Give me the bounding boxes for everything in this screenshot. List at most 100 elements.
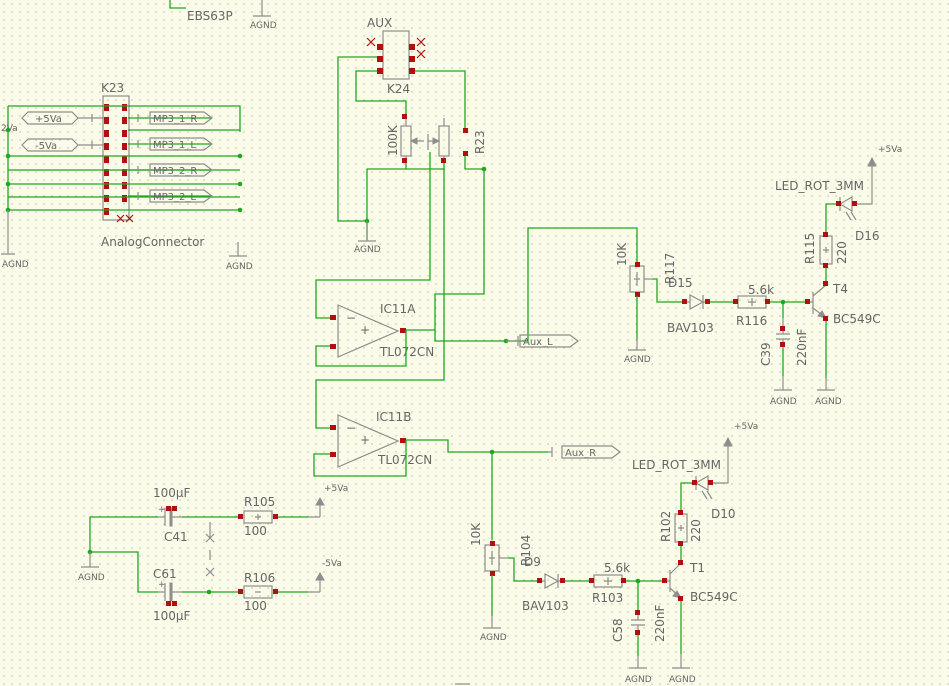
agnd-label-t1: AGND <box>669 675 696 685</box>
d15-value: BAV103 <box>667 321 714 335</box>
svg-text:MP3_1_R: MP3_1_R <box>153 114 197 125</box>
pot-100k-label: 100K <box>386 124 400 156</box>
r116-label: R116 <box>736 314 767 328</box>
power-filter-section <box>81 496 325 595</box>
r115-label: R115 <box>803 233 817 264</box>
resistor-r116[interactable]: 5.6k R116 <box>733 283 774 328</box>
agnd-label-c39: AGND <box>770 397 797 407</box>
svg-text:Aux_R: Aux_R <box>565 448 596 459</box>
diode-d15[interactable]: D15 BAV103 <box>667 276 714 335</box>
capacitor-c39[interactable]: C39 220nF <box>759 318 809 366</box>
pot-r104[interactable]: 10K R104 <box>469 522 533 576</box>
svg-text:-5Va: -5Va <box>35 141 57 152</box>
ic11b-wires <box>313 439 548 540</box>
r102-label: R102 <box>659 511 673 542</box>
resistor-r105[interactable]: R105 100 <box>238 495 278 538</box>
c39-label: C39 <box>759 342 773 366</box>
t1-value: BC549C <box>690 590 738 604</box>
net-flag-aux-l[interactable]: Aux_L <box>506 334 579 348</box>
d10-value: LED_ROT_3MM <box>632 458 721 472</box>
analog-connector-label: AnalogConnector <box>101 235 204 249</box>
agnd-label-supply: AGND <box>78 573 105 583</box>
r103-label: R103 <box>592 591 623 605</box>
p5va-label-supply: +5Va <box>324 484 348 494</box>
pot-r117[interactable]: 10K R117 <box>615 242 677 297</box>
k23-body <box>102 95 130 221</box>
net-flag-mp3-2-r[interactable]: MP3_2_R <box>137 163 213 177</box>
svg-text:+: + <box>158 505 166 515</box>
capacitor-c41[interactable]: + 100µF C41 <box>153 486 191 544</box>
agnd-label-r117: AGND <box>624 355 651 365</box>
net-flag-p5va-k23[interactable]: +5Va <box>21 111 104 125</box>
agnd-symbol-t4 <box>817 378 835 391</box>
net-flag-aux-r[interactable]: Aux_R <box>548 445 621 459</box>
transistor-t1[interactable]: T1 BC549C <box>662 560 738 604</box>
diode-d9[interactable]: D9 BAV103 <box>522 555 569 613</box>
d9-value: BAV103 <box>522 599 569 613</box>
r103-value: 5.6k <box>604 561 630 575</box>
ebs63p-label: EBS63P <box>187 9 233 23</box>
resistor-r102[interactable]: R102 220 <box>659 510 703 546</box>
r117-value: 10K <box>615 242 629 266</box>
k23-wires <box>1 105 247 257</box>
k24-aux-connector[interactable]: AUX K24 <box>366 16 426 96</box>
d15-label: D15 <box>668 276 693 290</box>
agnd-label-r104: AGND <box>480 633 507 643</box>
k23-pads <box>104 104 134 223</box>
p5va-label-upper: +5Va <box>878 145 902 155</box>
c61-value: 100µF <box>153 609 191 623</box>
r104-wires <box>483 482 692 656</box>
led-d16[interactable]: LED_ROT_3MM D16 <box>775 166 880 243</box>
potentiometer-100k[interactable]: 100K <box>386 118 424 162</box>
p5va-label-lower: +5Va <box>734 422 758 432</box>
r104-label: R104 <box>519 535 533 566</box>
d10-label: D10 <box>711 507 736 521</box>
agnd-label-t4: AGND <box>815 397 842 407</box>
capacitor-c58[interactable]: C58 220nF <box>611 604 667 642</box>
resistor-r115[interactable]: R115 220 <box>803 232 849 268</box>
ic11b-plus: + <box>360 433 370 447</box>
d16-value: LED_ROT_3MM <box>775 179 864 193</box>
capacitor-c61[interactable]: + C61 100µF <box>153 567 191 623</box>
t4-label: T4 <box>832 282 848 296</box>
svg-text:+: + <box>158 580 166 590</box>
agnd-label-k23: AGND <box>226 262 253 272</box>
pot-wiper-wires <box>315 152 487 429</box>
r104-value: 10K <box>469 522 483 546</box>
r106-value: 100 <box>244 599 267 613</box>
potentiometer-r23[interactable]: R23 <box>402 114 487 163</box>
v2a-label: 2Va <box>1 124 18 134</box>
svg-text:MP3_2_R: MP3_2_R <box>153 166 197 177</box>
net-flag-mp3-2-l[interactable]: MP3_2_L <box>137 189 213 203</box>
led-d10[interactable]: LED_ROT_3MM D10 <box>632 446 736 521</box>
t4-value: BC549C <box>833 312 881 326</box>
resistor-r103[interactable]: 5.6k R103 <box>589 561 630 605</box>
ic11b-minus: − <box>346 421 356 435</box>
r105-label: R105 <box>244 495 275 509</box>
ic11a-label: IC11A <box>380 302 416 316</box>
svg-text:+5Va: +5Va <box>35 114 62 125</box>
ebs63p-area: EBS63P AGND <box>169 0 277 31</box>
k23-label: K23 <box>101 81 124 95</box>
r102-value: 220 <box>689 519 703 542</box>
r106-label: R106 <box>244 571 275 585</box>
resistor-r106[interactable]: R106 100 <box>238 571 278 613</box>
r117-label: R117 <box>663 253 677 284</box>
c58-label: C58 <box>611 618 625 642</box>
net-flag-m5va-k23[interactable]: -5Va <box>21 138 104 152</box>
d16-label: D16 <box>855 229 880 243</box>
ic11b-part-label: TL072CN <box>377 453 432 467</box>
c39-value: 220nF <box>795 328 809 366</box>
k23-analog-connector[interactable]: K23 AnalogConnector <box>101 81 204 249</box>
k24-body <box>382 30 410 80</box>
m5va-label-supply: -5Va <box>322 559 342 569</box>
transistor-t4[interactable]: T4 BC549C <box>805 281 881 326</box>
net-flag-mp3-1-r[interactable]: MP3_1_R <box>137 111 213 125</box>
c58-value: 220nF <box>653 604 667 642</box>
op-amp-ic11b[interactable]: − + IC11B TL072CN <box>330 410 432 468</box>
c41-label: C41 <box>164 530 188 544</box>
agnd-symbol-t1 <box>672 654 690 669</box>
net-flag-mp3-1-l[interactable]: MP3_1_L <box>137 137 213 151</box>
ic11a-wires <box>315 227 638 367</box>
